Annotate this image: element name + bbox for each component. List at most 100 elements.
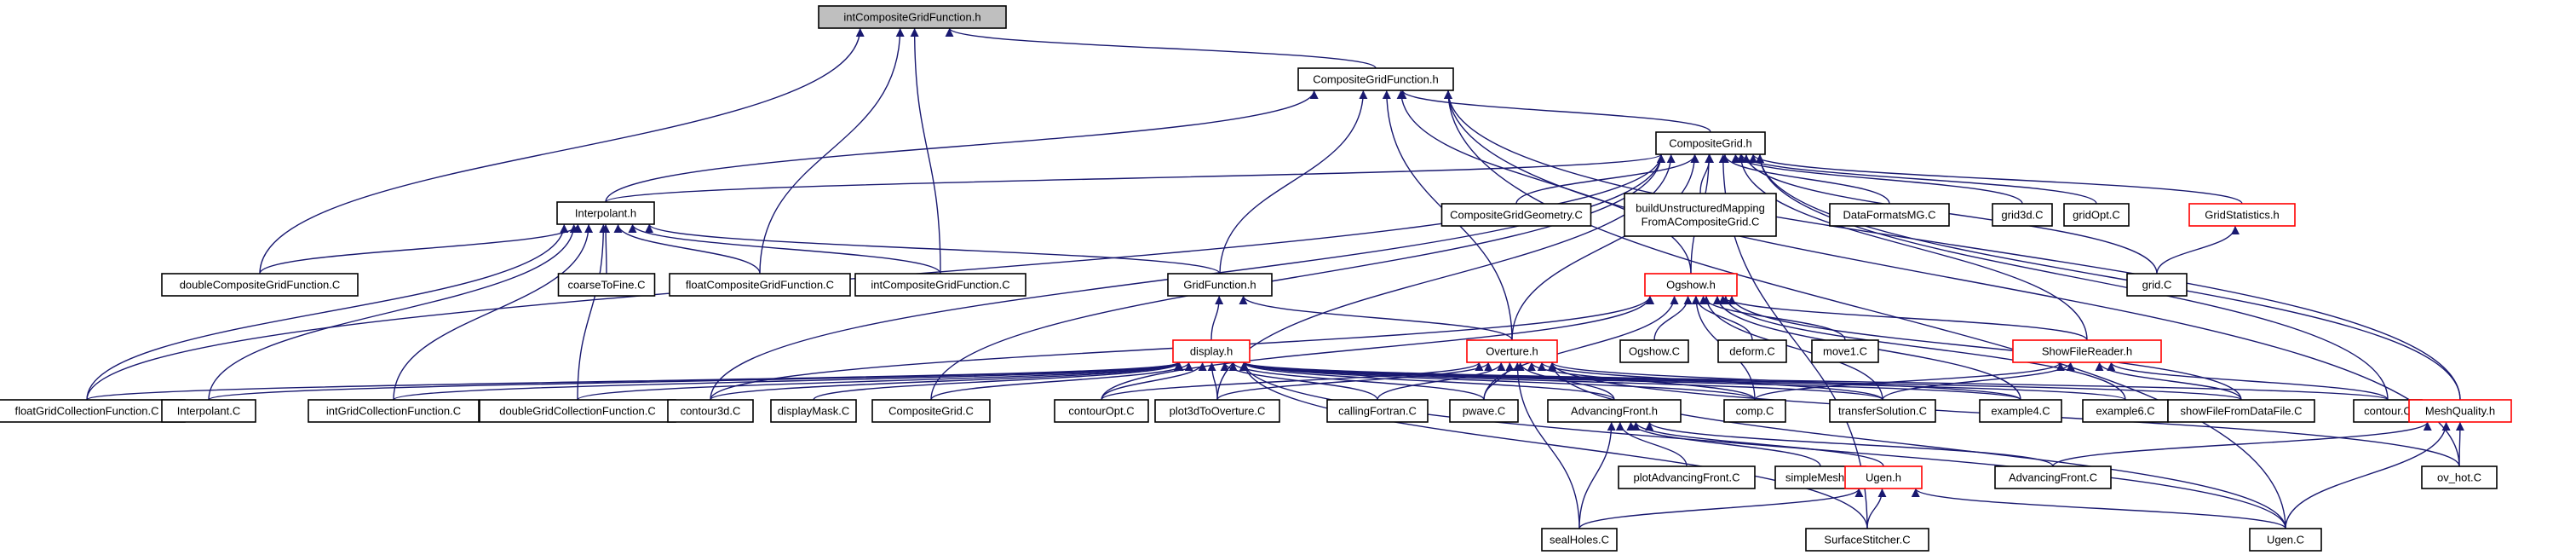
node-box[interactable] bbox=[854, 273, 1026, 297]
node-doublegridcollectionfunction-c[interactable]: doubleGridCollectionFunction.C bbox=[479, 399, 676, 423]
node-ogshow-h[interactable]: Ogshow.h bbox=[1644, 273, 1738, 297]
node-box[interactable] bbox=[2188, 203, 2296, 227]
node-ov-hot-c[interactable]: ov_hot.C bbox=[2421, 465, 2498, 489]
node-box[interactable] bbox=[2408, 399, 2512, 423]
node-plotadvancingfront-c[interactable]: plotAdvancingFront.C bbox=[1618, 465, 1756, 489]
node-contour3d-c[interactable]: contour3d.C bbox=[667, 399, 754, 423]
node-box[interactable] bbox=[161, 399, 256, 423]
node-comp-c[interactable]: comp.C bbox=[1723, 399, 1786, 423]
node-dataformatsmg-c[interactable]: DataFormatsMG.C bbox=[1829, 203, 1950, 227]
node-example6-c[interactable]: example6.C bbox=[2082, 399, 2169, 423]
node-box[interactable] bbox=[1644, 273, 1738, 297]
node-advancingfront-c[interactable]: AdvancingFront.C bbox=[1994, 465, 2112, 489]
node-coarsetofine-c[interactable]: coarseToFine.C bbox=[557, 273, 656, 297]
node-surfacestitcher-c[interactable]: SurfaceStitcher.C bbox=[1805, 528, 1929, 552]
node-box[interactable] bbox=[557, 273, 656, 297]
node-gridfunction-h[interactable]: GridFunction.h bbox=[1167, 273, 1273, 297]
node-showfilereader-h[interactable]: ShowFileReader.h bbox=[2012, 339, 2162, 363]
node-intcompositegridfunction-h[interactable]: intCompositeGridFunction.h bbox=[818, 5, 1007, 29]
node-box[interactable] bbox=[1466, 339, 1558, 363]
node-box[interactable] bbox=[667, 399, 754, 423]
node-intgridcollectionfunction-c[interactable]: intGridCollectionFunction.C bbox=[308, 399, 480, 423]
node-ogshow-c[interactable]: Ogshow.C bbox=[1619, 339, 1689, 363]
node-box[interactable] bbox=[1541, 528, 1618, 552]
node-box[interactable] bbox=[1440, 203, 1592, 227]
node-label: pwave.C bbox=[1463, 405, 1506, 418]
node-box[interactable] bbox=[2126, 273, 2188, 297]
node-box[interactable] bbox=[1326, 399, 1429, 423]
node-box[interactable] bbox=[1154, 399, 1280, 423]
node-box[interactable] bbox=[479, 399, 676, 423]
node-box[interactable] bbox=[1994, 465, 2112, 489]
node-plot3dtooverture-c[interactable]: plot3dToOverture.C bbox=[1154, 399, 1280, 423]
node-doublecompositegridfunction-c[interactable]: doubleCompositeGridFunction.C bbox=[161, 273, 359, 297]
node-deform-c[interactable]: deform.C bbox=[1717, 339, 1787, 363]
node-intcompositegridfunction-c[interactable]: intCompositeGridFunction.C bbox=[854, 273, 1026, 297]
node-sealholes-c[interactable]: sealHoles.C bbox=[1541, 528, 1618, 552]
node-buildunstructuredmapping-fromacompositegrid-c[interactable]: buildUnstructuredMappingFromACompositeGr… bbox=[1624, 193, 1777, 237]
node-box[interactable] bbox=[1829, 203, 1950, 227]
node-floatcompositegridfunction-c[interactable]: floatCompositeGridFunction.C bbox=[669, 273, 851, 297]
node-box[interactable] bbox=[871, 399, 991, 423]
node-grid3d-c[interactable]: grid3d.C bbox=[1992, 203, 2053, 227]
node-ugen-c[interactable]: Ugen.C bbox=[2249, 528, 2322, 552]
node-box[interactable] bbox=[2167, 399, 2315, 423]
node-callingfortran-c[interactable]: callingFortran.C bbox=[1326, 399, 1429, 423]
node-box[interactable] bbox=[1655, 131, 1766, 155]
node-example4-c[interactable]: example4.C bbox=[1979, 399, 2062, 423]
node-transfersolution-c[interactable]: transferSolution.C bbox=[1829, 399, 1936, 423]
node-box[interactable] bbox=[2063, 203, 2130, 227]
node-box[interactable] bbox=[1297, 67, 1454, 91]
node-label: plot3dToOverture.C bbox=[1170, 405, 1266, 418]
node-box[interactable] bbox=[1167, 273, 1273, 297]
node-box[interactable] bbox=[2421, 465, 2498, 489]
node-display-h[interactable]: display.h bbox=[1172, 339, 1251, 363]
node-compositegrid-h[interactable]: CompositeGrid.h bbox=[1655, 131, 1766, 155]
node-gridstatistics-h[interactable]: GridStatistics.h bbox=[2188, 203, 2296, 227]
node-advancingfront-h[interactable]: AdvancingFront.h bbox=[1547, 399, 1682, 423]
node-box[interactable] bbox=[1054, 399, 1149, 423]
node-interpolant-h[interactable]: Interpolant.h bbox=[556, 201, 655, 225]
node-compositegridfunction-h[interactable]: CompositeGridFunction.h bbox=[1297, 67, 1454, 91]
node-grid-c[interactable]: grid.C bbox=[2126, 273, 2188, 297]
node-box[interactable] bbox=[2012, 339, 2162, 363]
node-interpolant-c[interactable]: Interpolant.C bbox=[161, 399, 256, 423]
node-box[interactable] bbox=[1805, 528, 1929, 552]
edge-ex4-to-ovh bbox=[1548, 361, 2021, 401]
node-displaymask-c[interactable]: displayMask.C bbox=[770, 399, 857, 423]
node-ugen-h[interactable]: Ugen.h bbox=[1844, 465, 1923, 489]
node-box[interactable] bbox=[161, 273, 359, 297]
node-box[interactable] bbox=[1547, 399, 1682, 423]
node-box[interactable] bbox=[1723, 399, 1786, 423]
node-box[interactable] bbox=[1624, 193, 1777, 237]
node-box[interactable] bbox=[308, 399, 480, 423]
node-overture-h[interactable]: Overture.h bbox=[1466, 339, 1558, 363]
node-box[interactable] bbox=[2249, 528, 2322, 552]
node-box[interactable] bbox=[556, 201, 655, 225]
node-box[interactable] bbox=[1979, 399, 2062, 423]
node-box[interactable] bbox=[1811, 339, 1879, 363]
node-contouropt-c[interactable]: contourOpt.C bbox=[1054, 399, 1149, 423]
node-meshquality-h[interactable]: MeshQuality.h bbox=[2408, 399, 2512, 423]
node-label: grid.C bbox=[2142, 279, 2172, 292]
node-label: Interpolant.h bbox=[575, 207, 636, 220]
node-floatgridcollectionfunction-c[interactable]: floatGridCollectionFunction.C bbox=[0, 399, 186, 423]
node-box[interactable] bbox=[770, 399, 857, 423]
node-move1-c[interactable]: move1.C bbox=[1811, 339, 1879, 363]
node-box[interactable] bbox=[669, 273, 851, 297]
node-box[interactable] bbox=[1844, 465, 1923, 489]
node-compositegrid-c[interactable]: CompositeGrid.C bbox=[871, 399, 991, 423]
node-compositegridgeometry-c[interactable]: CompositeGridGeometry.C bbox=[1440, 203, 1592, 227]
node-box[interactable] bbox=[1449, 399, 1519, 423]
node-box[interactable] bbox=[818, 5, 1007, 29]
node-box[interactable] bbox=[1717, 339, 1787, 363]
node-box[interactable] bbox=[1172, 339, 1251, 363]
node-box[interactable] bbox=[1829, 399, 1936, 423]
node-showfilefromdatafile-c[interactable]: showFileFromDataFile.C bbox=[2167, 399, 2315, 423]
node-gridopt-c[interactable]: gridOpt.C bbox=[2063, 203, 2130, 227]
edge-contc-to-sfrh bbox=[2107, 361, 2389, 401]
node-box[interactable] bbox=[1619, 339, 1689, 363]
node-box[interactable] bbox=[1618, 465, 1756, 489]
node-box[interactable] bbox=[1992, 203, 2053, 227]
node-pwave-c[interactable]: pwave.C bbox=[1449, 399, 1519, 423]
